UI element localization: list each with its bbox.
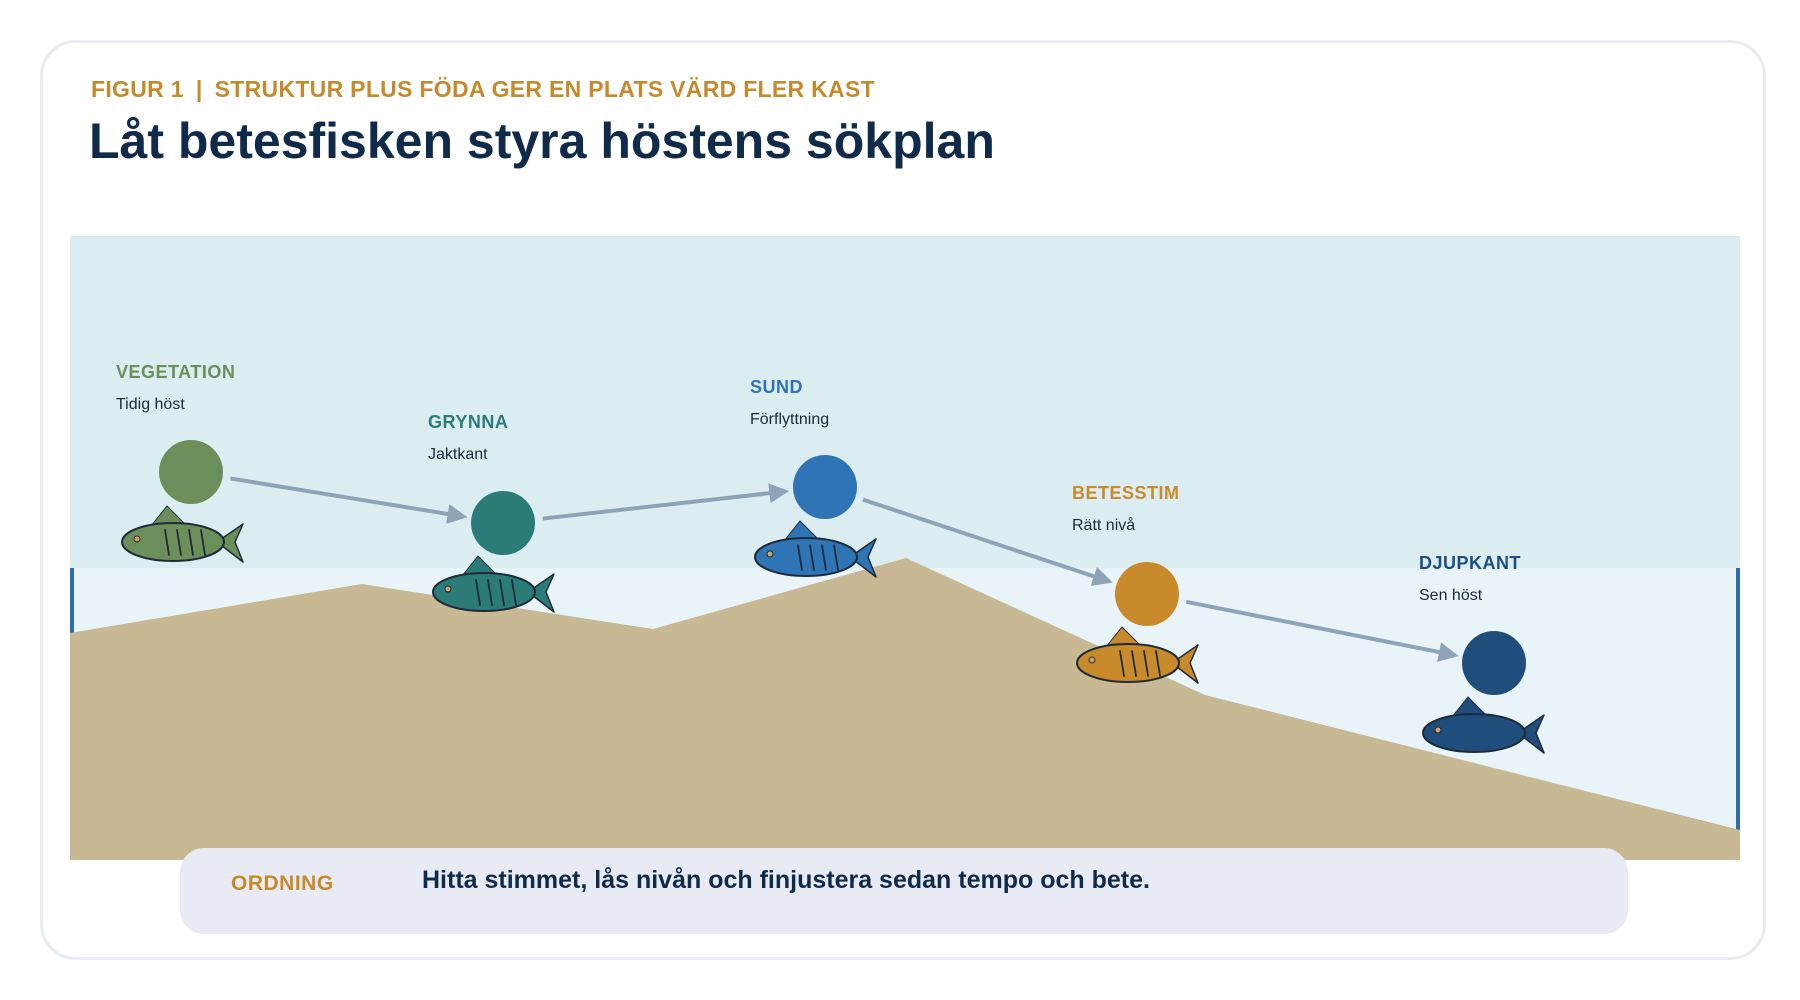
fish-icon bbox=[1076, 626, 1199, 684]
footer-text: Hitta stimmet, lås nivån och finjustera … bbox=[422, 866, 1150, 894]
route-arrow bbox=[1185, 599, 1459, 662]
station-name: SUND bbox=[750, 377, 803, 397]
route-arrow bbox=[230, 476, 468, 524]
route-arrow bbox=[862, 497, 1113, 586]
fish-icon bbox=[432, 555, 555, 613]
figure-label: FIGUR 1 bbox=[91, 76, 184, 102]
kicker-separator: | bbox=[195, 76, 203, 102]
station-name: BETESSTIM bbox=[1072, 483, 1180, 503]
station-subtitle: Sen höst bbox=[1419, 587, 1483, 604]
water-edge-right bbox=[1736, 568, 1740, 830]
station-name: GRYNNA bbox=[428, 412, 508, 432]
station-marker bbox=[471, 491, 535, 555]
footer-label: ORDNING bbox=[231, 872, 334, 895]
station-betesstim: BETESSTIM Rätt nivå bbox=[1072, 483, 1199, 684]
route-arrow bbox=[542, 483, 790, 521]
station-subtitle: Tidig höst bbox=[116, 396, 185, 413]
station-name: DJUPKANT bbox=[1419, 553, 1521, 573]
fish-icon bbox=[1422, 696, 1545, 754]
station-vegetation: VEGETATION Tidig höst bbox=[116, 362, 244, 563]
station-sund: SUND Förflyttning bbox=[750, 377, 877, 578]
station-djupkant: DJUPKANT Sen höst bbox=[1419, 553, 1545, 754]
footer-panel: ORDNING Hitta stimmet, lås nivån och fin… bbox=[180, 848, 1628, 934]
page-title: Låt betesfisken styra höstens sökplan bbox=[89, 113, 995, 169]
station-subtitle: Rätt nivå bbox=[1072, 516, 1135, 534]
lake-bottom-profile bbox=[70, 558, 1740, 860]
fish-icon bbox=[121, 505, 244, 563]
station-name: VEGETATION bbox=[116, 362, 235, 382]
station-marker bbox=[159, 440, 223, 504]
figure-kicker: FIGUR 1 | STRUKTUR PLUS FÖDA GER EN PLATS … bbox=[91, 76, 875, 103]
fish-icon bbox=[754, 520, 877, 578]
station-marker bbox=[1115, 562, 1179, 626]
station-marker bbox=[1462, 631, 1526, 695]
station-grynna: GRYNNA Jaktkant bbox=[428, 412, 555, 613]
station-subtitle: Jaktkant bbox=[428, 446, 488, 463]
station-subtitle: Förflyttning bbox=[750, 411, 829, 428]
station-marker bbox=[793, 455, 857, 519]
water-edge-left bbox=[70, 568, 74, 633]
route-arrows bbox=[230, 476, 1459, 662]
sky-area bbox=[70, 236, 1740, 570]
kicker-text: STRUKTUR PLUS FÖDA GER EN PLATS VÄRD FLE… bbox=[214, 76, 875, 102]
